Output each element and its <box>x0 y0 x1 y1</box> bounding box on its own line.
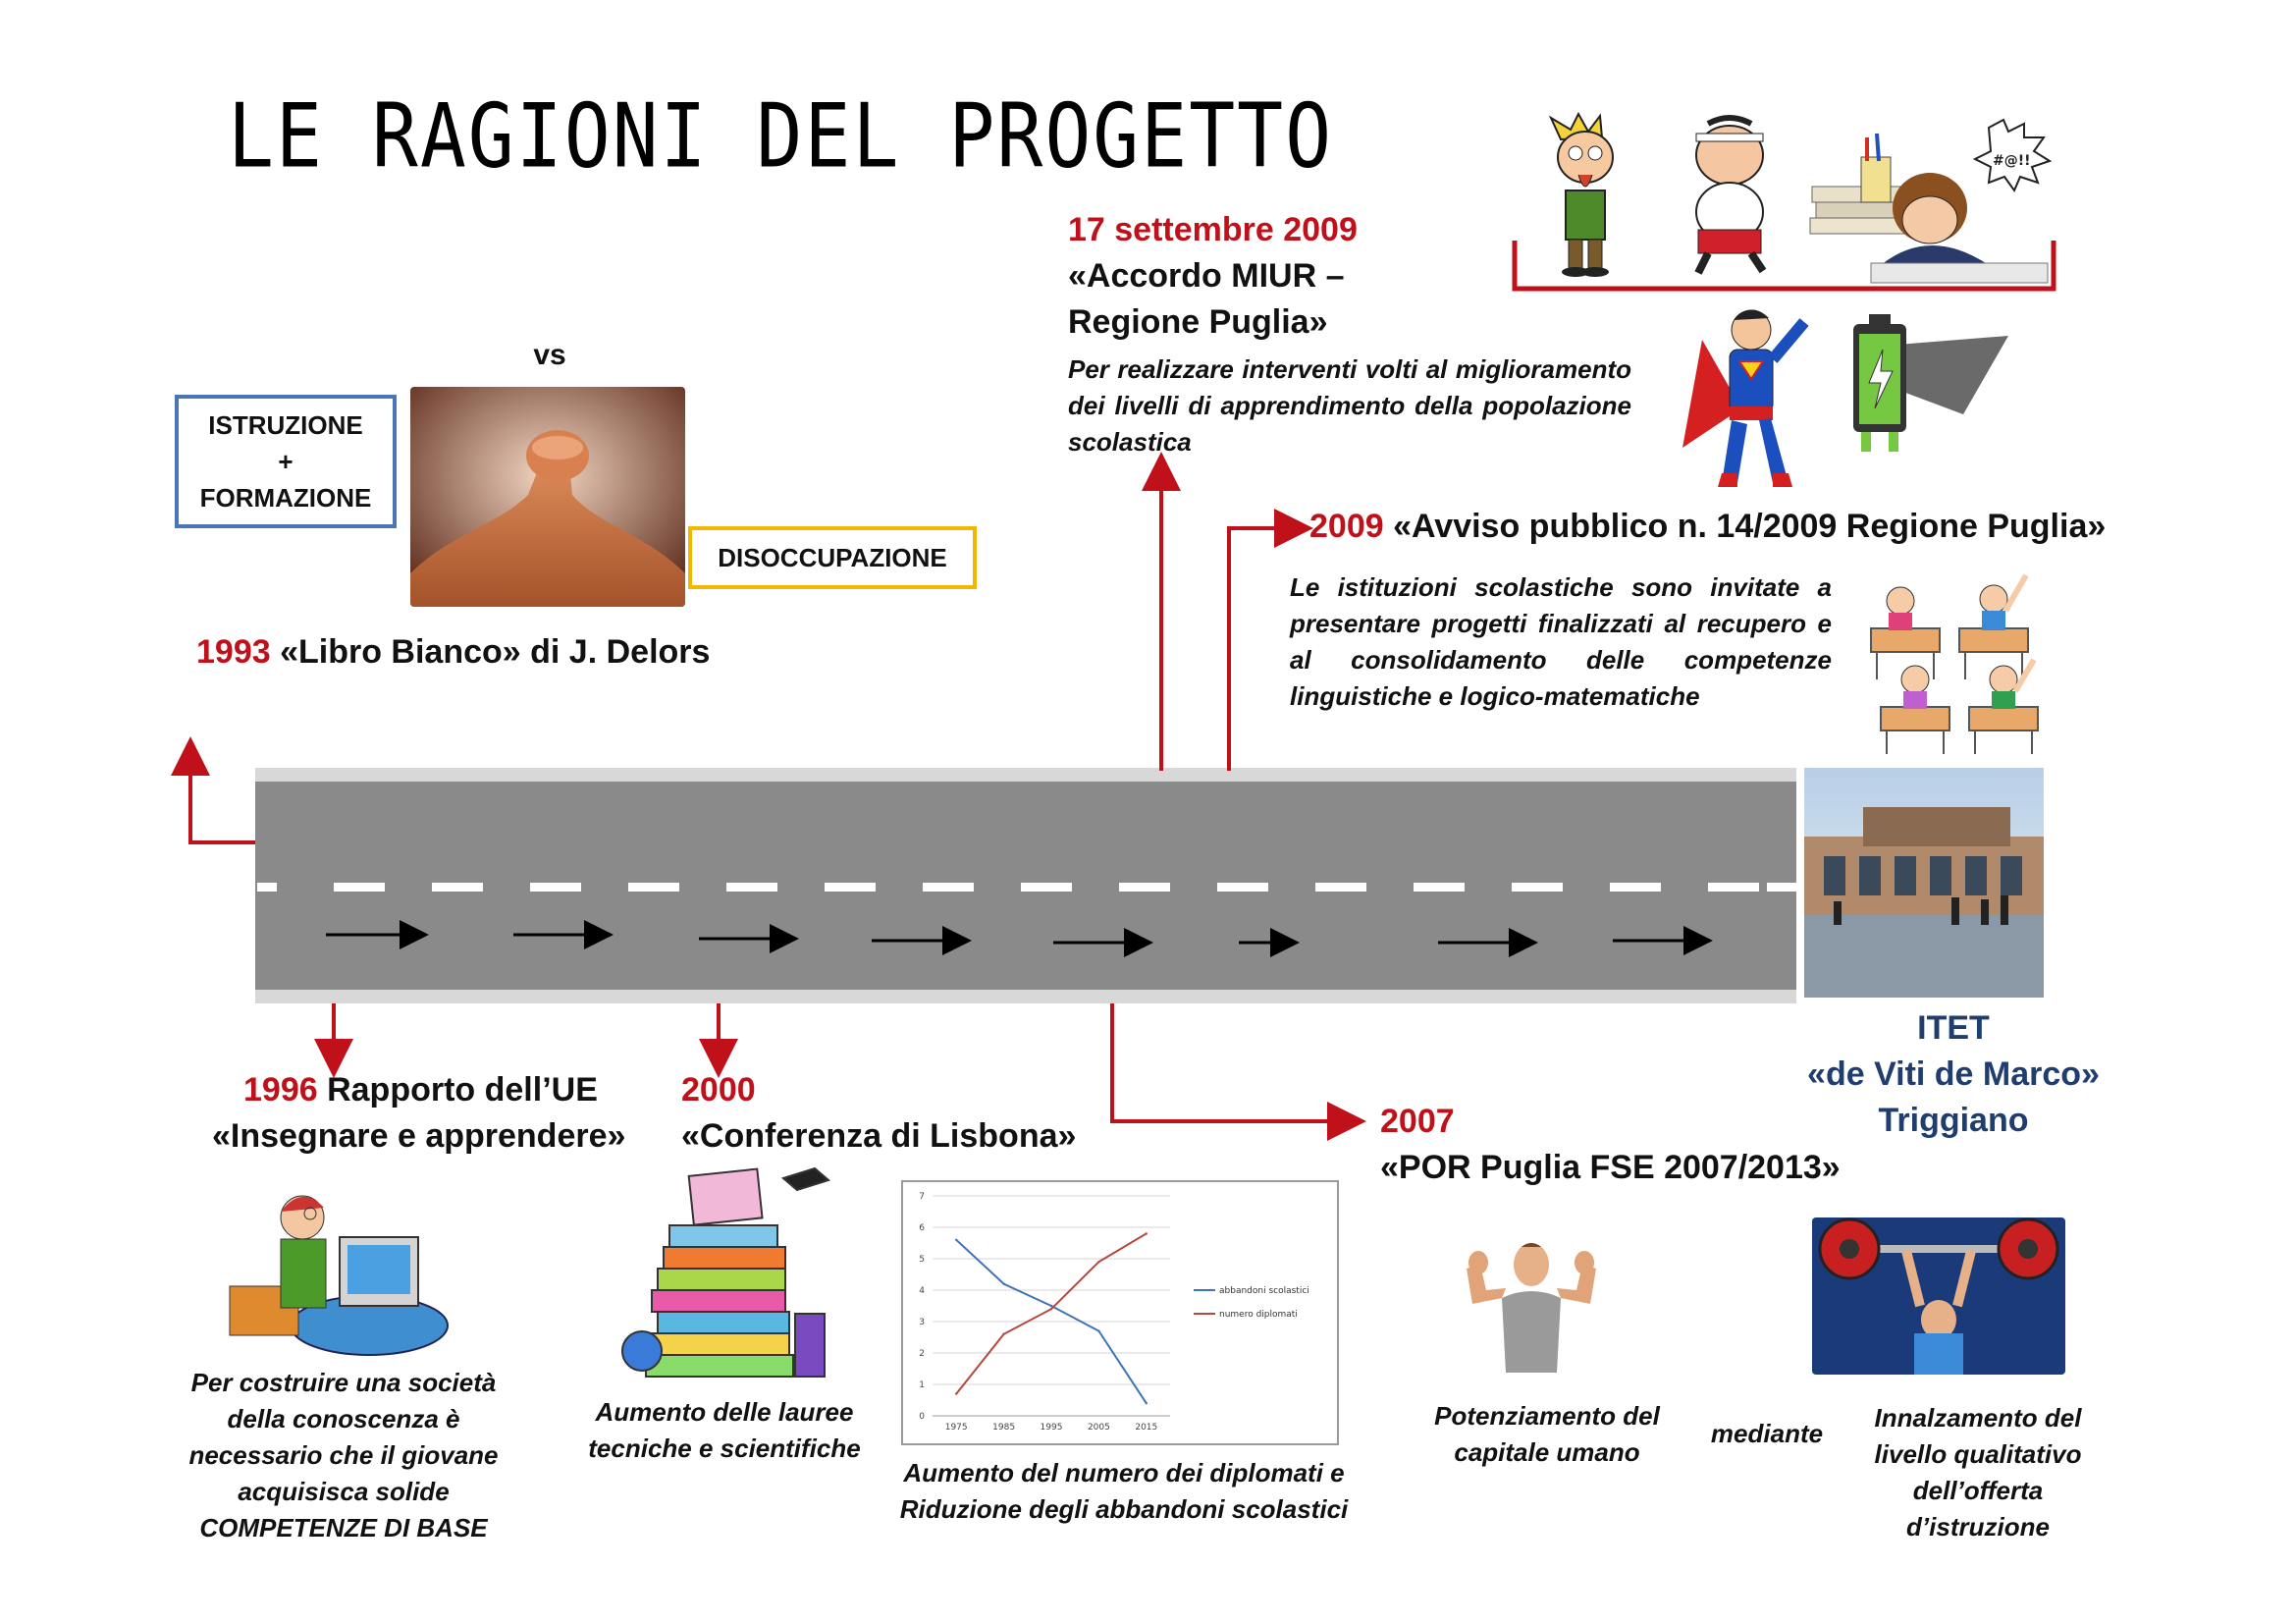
school-building-photo <box>1804 768 2044 998</box>
frustrated-student-cartoon: #@!! <box>1861 118 2054 285</box>
y-tick-label: 2 <box>919 1349 925 1359</box>
box-line: + <box>278 446 294 476</box>
caption-line: Aumento del numero dei diplomati e <box>903 1458 1345 1488</box>
por-line: Innalzamento del <box>1874 1403 2082 1433</box>
libro-bianco-heading: 1993 «Libro Bianco» di J. Delors <box>196 628 710 676</box>
itet-line: Triggiano <box>1878 1102 2029 1139</box>
bored-boy-cartoon <box>1531 110 1647 279</box>
y-tick-label: 5 <box>919 1255 925 1265</box>
por-left-text: Potenziamento del capitale umano <box>1410 1398 1684 1471</box>
accordo-title-1: «Accordo MIUR – <box>1068 257 1345 295</box>
year-1993: 1993 <box>196 633 271 671</box>
accordo-date: 17 settembre 2009 <box>1068 211 1358 248</box>
data-point <box>1049 1304 1053 1308</box>
itet-line: ITET <box>1917 1009 1990 1047</box>
rapporto-heading-2: «Insegnare e apprendere» <box>212 1117 626 1155</box>
box-line: ISTRUZIONE <box>208 409 363 440</box>
por-heading: «POR Puglia FSE 2007/2013» <box>1380 1149 1841 1186</box>
chart-caption: Aumento del numero dei diplomati e Riduz… <box>864 1455 1384 1528</box>
x-tick-label: 2015 <box>1135 1423 1157 1433</box>
road <box>255 768 1796 1003</box>
accordo-description: Per realizzare interventi volti al migli… <box>1068 354 1631 457</box>
avviso-heading: 2009 «Avviso pubblico n. 14/2009 Regione… <box>1309 503 2106 550</box>
y-tick-label: 3 <box>919 1318 925 1327</box>
data-point <box>1097 1329 1100 1332</box>
desc-line: Per costruire una società <box>190 1368 497 1397</box>
svg-text:#@!!: #@!! <box>1993 153 2031 169</box>
arm-wrestling-image <box>410 387 685 607</box>
y-tick-label: 4 <box>919 1286 925 1296</box>
chart-svg: 0 1 2 3 4 5 6 7 1975 1985 1995 2005 2015 abbandoni sc… <box>919 1192 1309 1433</box>
lisbona-heading: «Conferenza di Lisbona» <box>681 1117 1077 1155</box>
disoccupazione-box: DISOCCUPAZIONE <box>688 526 977 589</box>
desc-line: Aumento delle lauree <box>595 1397 854 1427</box>
x-tick-label: 2005 <box>1088 1423 1110 1433</box>
line-chart: 0 1 2 3 4 5 6 7 1975 1985 1995 2005 2015 abbandoni sc… <box>901 1180 1339 1445</box>
desc-line: della conoscenza è <box>227 1404 460 1434</box>
istruzione-formazione-box: ISTRUZIONE + FORMAZIONE <box>175 395 397 528</box>
data-point <box>1145 1402 1148 1405</box>
year-2007: 2007 <box>1380 1103 1455 1140</box>
year-2009: 2009 <box>1309 508 1384 545</box>
x-tick-label: 1985 <box>992 1423 1015 1433</box>
rapporto-description: Per costruire una società della conoscen… <box>157 1365 530 1546</box>
accordo-title-2: Regione Puglia» <box>1068 303 1328 341</box>
vs-label: vs <box>533 339 566 371</box>
y-tick-label: 7 <box>919 1192 925 1202</box>
superman-icon <box>1682 300 1810 491</box>
desc-line: necessario che il giovane <box>188 1440 499 1470</box>
itet-line: «de Viti de Marco» <box>1807 1055 2100 1093</box>
y-tick-label: 0 <box>919 1412 925 1422</box>
desc-line: acquisisca solide <box>238 1477 450 1506</box>
legend-label: numero diplomati <box>1219 1310 1298 1320</box>
computer-user-cartoon <box>222 1178 461 1375</box>
x-tick-label: 1975 <box>945 1423 968 1433</box>
caption-line: Riduzione degli abbandoni scolastici <box>899 1494 1349 1524</box>
por-line: dell’offerta <box>1912 1476 2044 1505</box>
bracket <box>1512 241 2056 292</box>
classroom-kids-cartoon <box>1861 569 2048 756</box>
data-point <box>1145 1232 1148 1235</box>
weightlifter-photo <box>1812 1217 2065 1375</box>
page-title: LE RAGIONI DEL PROGETTO <box>228 86 1334 189</box>
year-1996: 1996 <box>243 1071 318 1109</box>
avviso-description: Le istituzioni scolastiche sono invitate… <box>1290 572 1832 711</box>
lisbona-description: Aumento delle lauree tecniche e scientif… <box>577 1394 872 1467</box>
y-tick-label: 6 <box>919 1223 925 1233</box>
data-point <box>1002 1282 1005 1285</box>
data-point <box>1049 1308 1053 1311</box>
series-line-2 <box>955 1232 1148 1395</box>
rapporto-text: Rapporto dell’UE <box>317 1071 598 1109</box>
por-line: Potenziamento del <box>1434 1401 1660 1431</box>
libro-bianco-text: «Libro Bianco» di J. Delors <box>270 633 711 671</box>
por-line: d’istruzione <box>1906 1512 2050 1542</box>
por-line: capitale umano <box>1454 1437 1640 1467</box>
itet-label: ITET «de Viti de Marco» Triggiano <box>1767 1005 2140 1144</box>
books-stack-image <box>618 1166 834 1394</box>
strong-man-image <box>1463 1239 1600 1373</box>
data-point <box>1097 1261 1100 1264</box>
tired-runner-cartoon <box>1669 114 1790 279</box>
desc-line: tecniche e scientifiche <box>588 1434 861 1463</box>
data-point <box>955 1238 958 1241</box>
battery-hero-icon <box>1826 306 2008 454</box>
por-right-text: Innalzamento del livello qualitativo del… <box>1836 1400 2120 1545</box>
rapporto-heading-1: 1996 Rapporto dell’UE <box>243 1066 598 1113</box>
x-tick-label: 1995 <box>1041 1423 1063 1433</box>
desc-line: COMPETENZE DI BASE <box>199 1513 488 1542</box>
data-point <box>955 1392 958 1395</box>
y-tick-label: 1 <box>919 1380 925 1390</box>
data-point <box>1002 1332 1005 1335</box>
year-2000: 2000 <box>681 1071 756 1109</box>
legend-label: abbandoni scolastici <box>1219 1286 1309 1296</box>
avviso-text: «Avviso pubblico n. 14/2009 Regione Pugl… <box>1383 508 2107 545</box>
por-mid-text: mediante <box>1710 1419 1824 1448</box>
por-line: livello qualitativo <box>1874 1439 2082 1469</box>
box-line: FORMAZIONE <box>199 482 372 513</box>
